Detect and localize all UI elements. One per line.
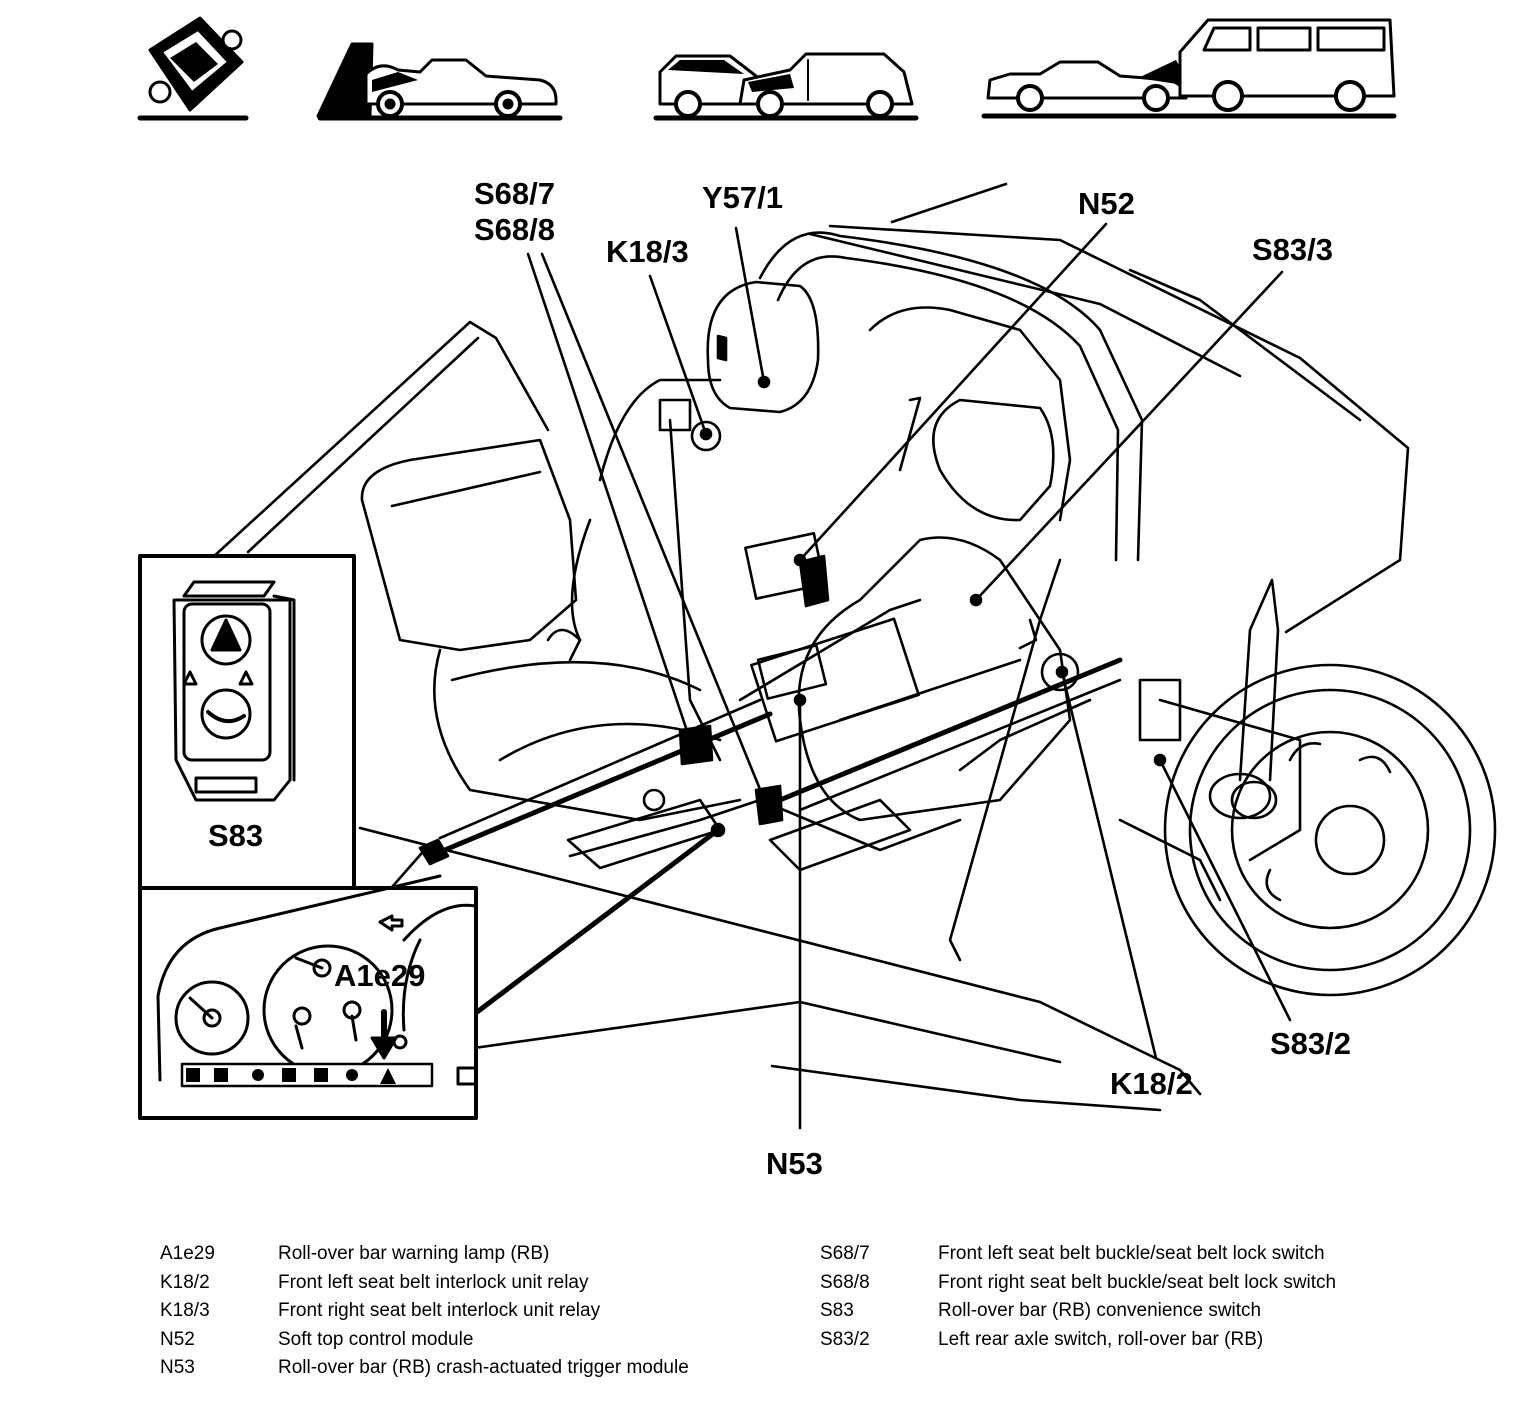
legend-code: K18/3 [160,1300,210,1322]
callout-n52: N52 [1078,186,1135,221]
legend-item: A1e29 Roll-over bar warning lamp (RB) [160,1240,780,1269]
legend-item: N52 Soft top control module [160,1326,780,1355]
cluster-inset-label: A1e29 [334,958,425,993]
legend-description: Soft top control module [278,1328,474,1350]
legend-description: Roll-over bar warning lamp (RB) [278,1243,550,1264]
legend-item: S83/2 Left rear axle switch, roll-over b… [820,1326,1510,1355]
legend-left-column: A1e29 Roll-over bar warning lamp (RB) K1… [160,1240,780,1383]
legend-description: Roll-over bar (RB) crash-actuated trigge… [278,1357,689,1379]
offset-frontal-pictogram [653,52,919,121]
legend-code: K18/2 [160,1271,210,1293]
legend-item: S83 Roll-over bar (RB) convenience switc… [820,1297,1510,1326]
legend-right-column: S68/7 Front left seat belt buckle/seat b… [820,1240,1510,1354]
frontal-barrier-pictogram [316,42,563,121]
callout-s83-2: S83/2 [1270,1026,1351,1061]
legend-description: Front right seat belt buckle/seat belt l… [938,1271,1337,1293]
legend-description: Front left seat belt interlock unit rela… [278,1271,589,1293]
switch-inset: S83 [138,554,356,890]
callout-k18-3: K18/3 [606,234,689,269]
callout-s68-7: S68/7 [474,176,555,211]
legend-code: S83/2 [820,1328,870,1350]
callout-s83-3: S83/3 [1252,232,1333,267]
legend-description: Roll-over bar (RB) convenience switch [938,1300,1262,1322]
callout-s68-8: S68/8 [474,212,555,247]
legend-description: Left rear axle switch, roll-over bar (RB… [938,1328,1264,1350]
legend-description: Front right seat belt interlock unit rel… [278,1300,601,1322]
rollover-pictogram [137,16,249,121]
legend-description: Front left seat belt buckle/seat belt lo… [938,1243,1325,1264]
legend-code: S68/7 [820,1243,870,1264]
legend-code: A1e29 [160,1243,215,1264]
callout-labels: S68/7 S68/8 Y57/1 K18/3 N52 S83/3 S83/2 … [474,176,1351,1181]
cluster-inset: A1e29 [138,874,478,1120]
legend-code: S83 [820,1300,854,1322]
callout-k18-2: K18/2 [1110,1066,1193,1101]
side-impact-pictogram [981,18,1397,119]
legend-code: N52 [160,1328,195,1350]
callout-n53: N53 [766,1146,823,1181]
legend-item: S68/8 Front right seat belt buckle/seat … [820,1269,1510,1298]
legend-code: N53 [160,1357,195,1379]
legend-item: K18/2 Front left seat belt interlock uni… [160,1269,780,1298]
legend-item: S68/7 Front left seat belt buckle/seat b… [820,1240,1510,1269]
switch-inset-label: S83 [208,818,263,853]
legend-item: K18/3 Front right seat belt interlock un… [160,1297,780,1326]
callout-y57-1: Y57/1 [702,180,783,215]
legend-item: N53 Roll-over bar (RB) crash-actuated tr… [160,1354,780,1383]
vehicle-interior-drawing [210,182,1497,1112]
leader-lines [326,222,1292,1130]
legend-code: S68/8 [820,1271,870,1293]
